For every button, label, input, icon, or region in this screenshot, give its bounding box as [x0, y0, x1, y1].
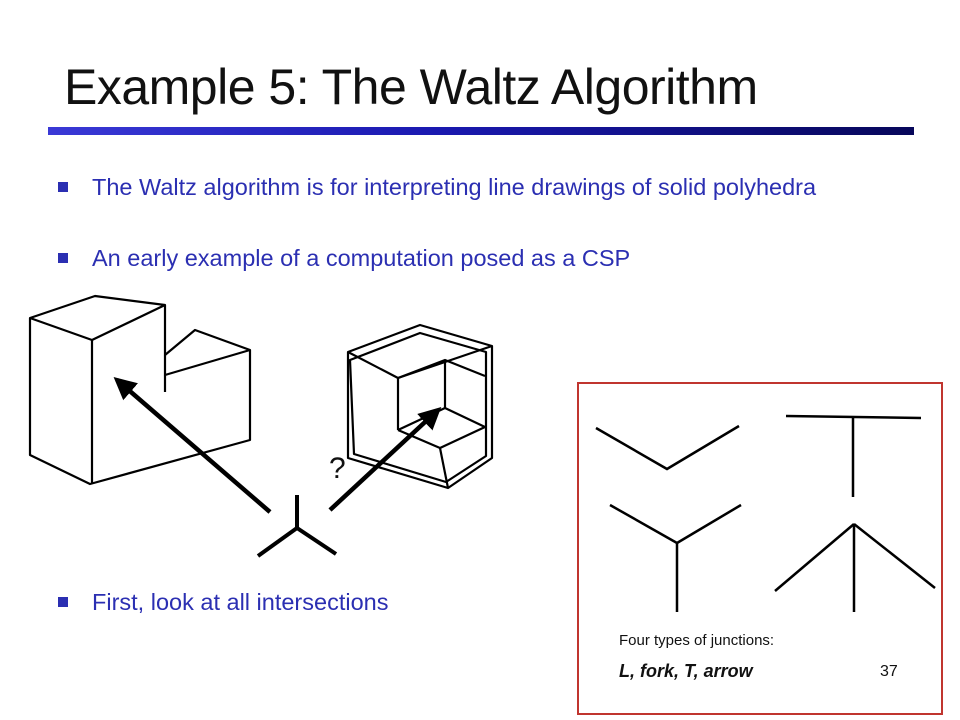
- junction-caption: Four types of junctions:: [619, 632, 775, 649]
- junction-types-box: [577, 382, 943, 715]
- slide-title: Example 5: The Waltz Algorithm: [64, 59, 758, 115]
- bullet-2-text: An early example of a computation posed …: [92, 245, 631, 271]
- l-block-drawing: [28, 294, 252, 486]
- bullet-square-icon: [58, 597, 68, 607]
- arrow-to-cube-corner: [328, 406, 442, 512]
- arrow-to-left-block: [113, 377, 272, 514]
- fork-junction-type-icon: [609, 503, 742, 612]
- bullet-square-icon: [58, 182, 68, 192]
- bullet-1-text: The Waltz algorithm is for interpreting …: [92, 174, 817, 200]
- question-mark: ?: [329, 452, 346, 485]
- arrow-junction-icon: [774, 523, 936, 612]
- bullet-square-icon: [58, 253, 68, 263]
- l-junction-icon: [595, 424, 740, 471]
- junction-types-list: L, fork, T, arrow: [619, 661, 753, 681]
- junction-types-diagram: [595, 414, 936, 612]
- t-junction-icon: [785, 414, 922, 497]
- fork-junction-icon: [256, 495, 338, 558]
- title-underline: [48, 127, 914, 135]
- page-number: 37: [880, 663, 898, 680]
- bullet-3-text: First, look at all intersections: [92, 589, 389, 615]
- cube-cutout-drawing: [346, 323, 494, 490]
